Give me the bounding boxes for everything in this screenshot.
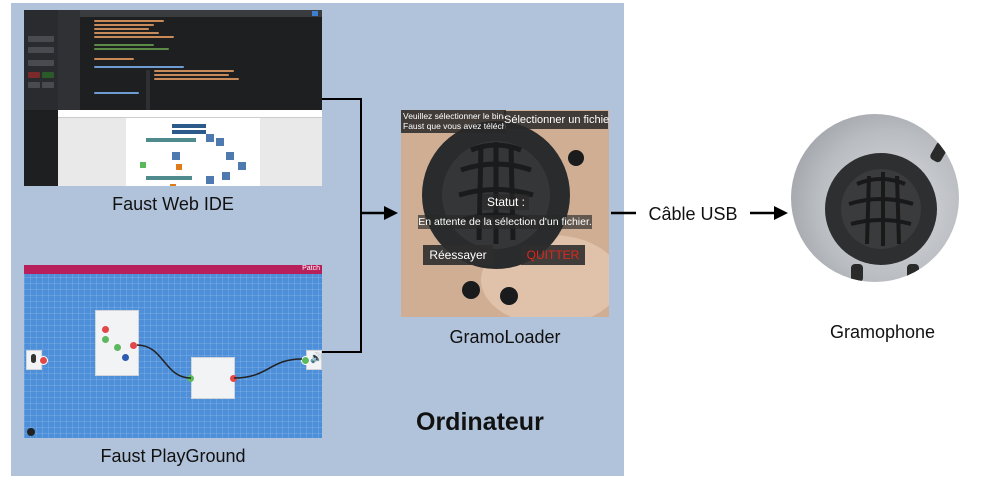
- ide-play-button: [42, 72, 54, 78]
- triangle-arrowhead: [384, 206, 398, 220]
- status-title: Statut :: [483, 194, 529, 210]
- effect-2-output-port: [230, 375, 237, 382]
- playground-caption: Faust PlayGround: [100, 446, 246, 466]
- ide-code-editor: [84, 18, 318, 110]
- loader-prompt: Veuillez sélectionner le binaire Faust q…: [401, 110, 506, 133]
- status-text: En attente de la sélection d'un fichier.: [418, 215, 592, 229]
- gramophone-device-photo: [401, 110, 609, 317]
- playground-connections: [136, 344, 303, 379]
- knob-3: [114, 344, 121, 351]
- ide-stop-button: [28, 72, 40, 78]
- playground-logo-icon: [27, 428, 35, 436]
- gramophone-device-image: [825, 141, 948, 282]
- effect-node-2: [191, 357, 235, 399]
- faust-playground-screenshot: Patch 🔊: [24, 265, 322, 438]
- web-ide-caption: Faust Web IDE: [112, 194, 234, 214]
- ide-gramo-button: [28, 47, 54, 53]
- speaker-icon: 🔊: [310, 353, 322, 364]
- gramophone-photo: [791, 114, 959, 282]
- ide-run-button: [28, 36, 54, 42]
- effect-1-output-port: [130, 342, 137, 349]
- ide-file-panel: [58, 10, 80, 110]
- quit-button[interactable]: QUITTER: [521, 245, 585, 265]
- gramophone-caption: Gramophone: [830, 322, 936, 342]
- knob-2: [102, 336, 109, 343]
- ide-sidebar: [24, 10, 58, 110]
- ide-tab-bar: [80, 10, 322, 17]
- knob-1: [102, 326, 109, 333]
- ide-tab-icon: [312, 11, 318, 16]
- playground-patch-label: Patch: [302, 265, 320, 272]
- retry-button[interactable]: Réessayer: [423, 245, 493, 265]
- loader-prompt-line2: Faust que vous avez téléchargé: [403, 121, 506, 131]
- mic-icon: [31, 354, 36, 363]
- ordinateur-label: Ordinateur: [416, 408, 544, 436]
- speaker-input-port: [301, 356, 310, 365]
- ide-block-diagram: [126, 118, 260, 186]
- ide-share-button: [28, 60, 54, 66]
- ide-lower-tabs: [58, 110, 322, 118]
- playground-menu-bar: Patch: [24, 265, 322, 274]
- mic-output-port: [39, 356, 48, 365]
- loader-prompt-line1: Veuillez sélectionner le binaire: [403, 111, 506, 121]
- usb-cable-label: Câble USB: [648, 204, 738, 224]
- gramoloader-caption: GramoLoader: [449, 327, 561, 347]
- ide-tool-button: [28, 82, 40, 88]
- faust-web-ide-screenshot: [24, 10, 322, 186]
- ide-tool-button-2: [42, 82, 54, 88]
- gramoloader-window: Veuillez sélectionner le binaire Faust q…: [401, 110, 609, 317]
- knob-4: [122, 354, 129, 361]
- select-file-button[interactable]: Sélectionner un fichier: [504, 111, 609, 129]
- triangle-arrowhead-2: [774, 206, 788, 220]
- merge-connector: [322, 98, 362, 353]
